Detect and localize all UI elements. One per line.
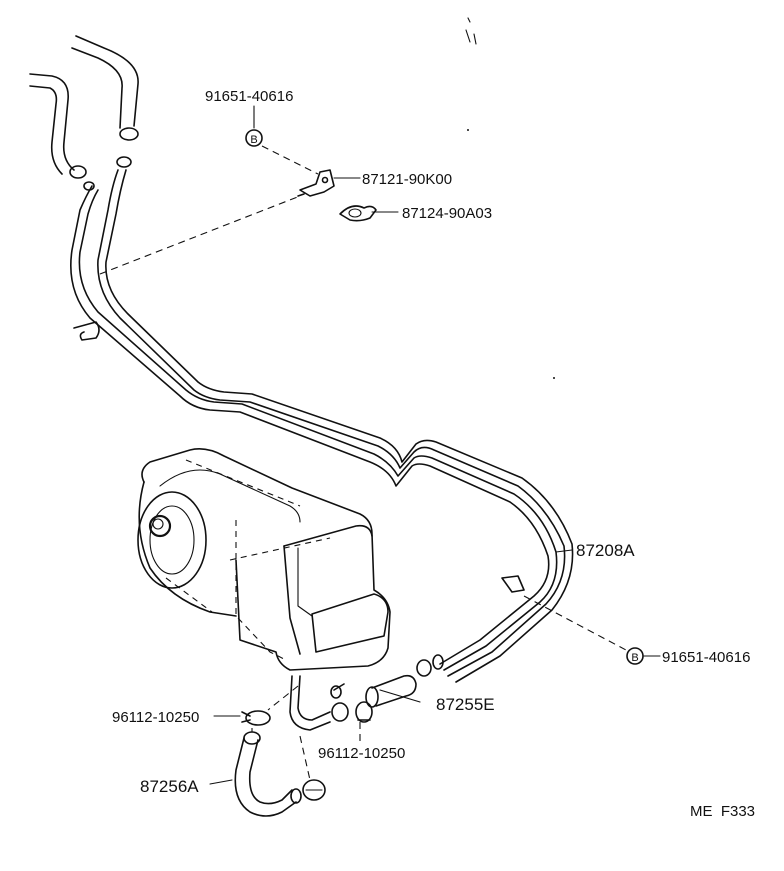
label-bolt-top: 91651-40616 [205, 88, 293, 105]
clamp-87124 [339, 205, 377, 222]
hose-87256a [234, 731, 302, 817]
label-bracket: 87121-90K00 [362, 171, 452, 188]
bracket-87121 [297, 169, 335, 197]
reference-code: ME F333 [690, 803, 755, 820]
heater-pipe-assembly [70, 156, 574, 683]
bolt-marker-right: B [626, 647, 644, 665]
upper-hose-left [29, 73, 87, 179]
label-hose-a: 87256A [140, 777, 199, 796]
label-clip-mid: 96112-10250 [318, 745, 405, 762]
label-clip-left: 96112-10250 [112, 709, 199, 726]
hose-87255e [330, 654, 444, 708]
lower-pipe-to-hose [289, 675, 349, 731]
label-pipe: 87208A [576, 541, 635, 560]
clip-icon [241, 701, 373, 801]
heater-unit [137, 448, 391, 671]
label-clamp: 87124-90A03 [402, 205, 492, 222]
bolt-marker-top: B [245, 129, 263, 147]
marker-b-top: B [250, 134, 257, 146]
label-bolt-right: 91651-40616 [662, 649, 750, 666]
label-hose-e: 87255E [436, 695, 495, 714]
leader-lines [99, 105, 661, 785]
upper-hose-right [71, 35, 139, 141]
scan-specks [465, 17, 555, 379]
marker-b-right: B [631, 652, 638, 664]
